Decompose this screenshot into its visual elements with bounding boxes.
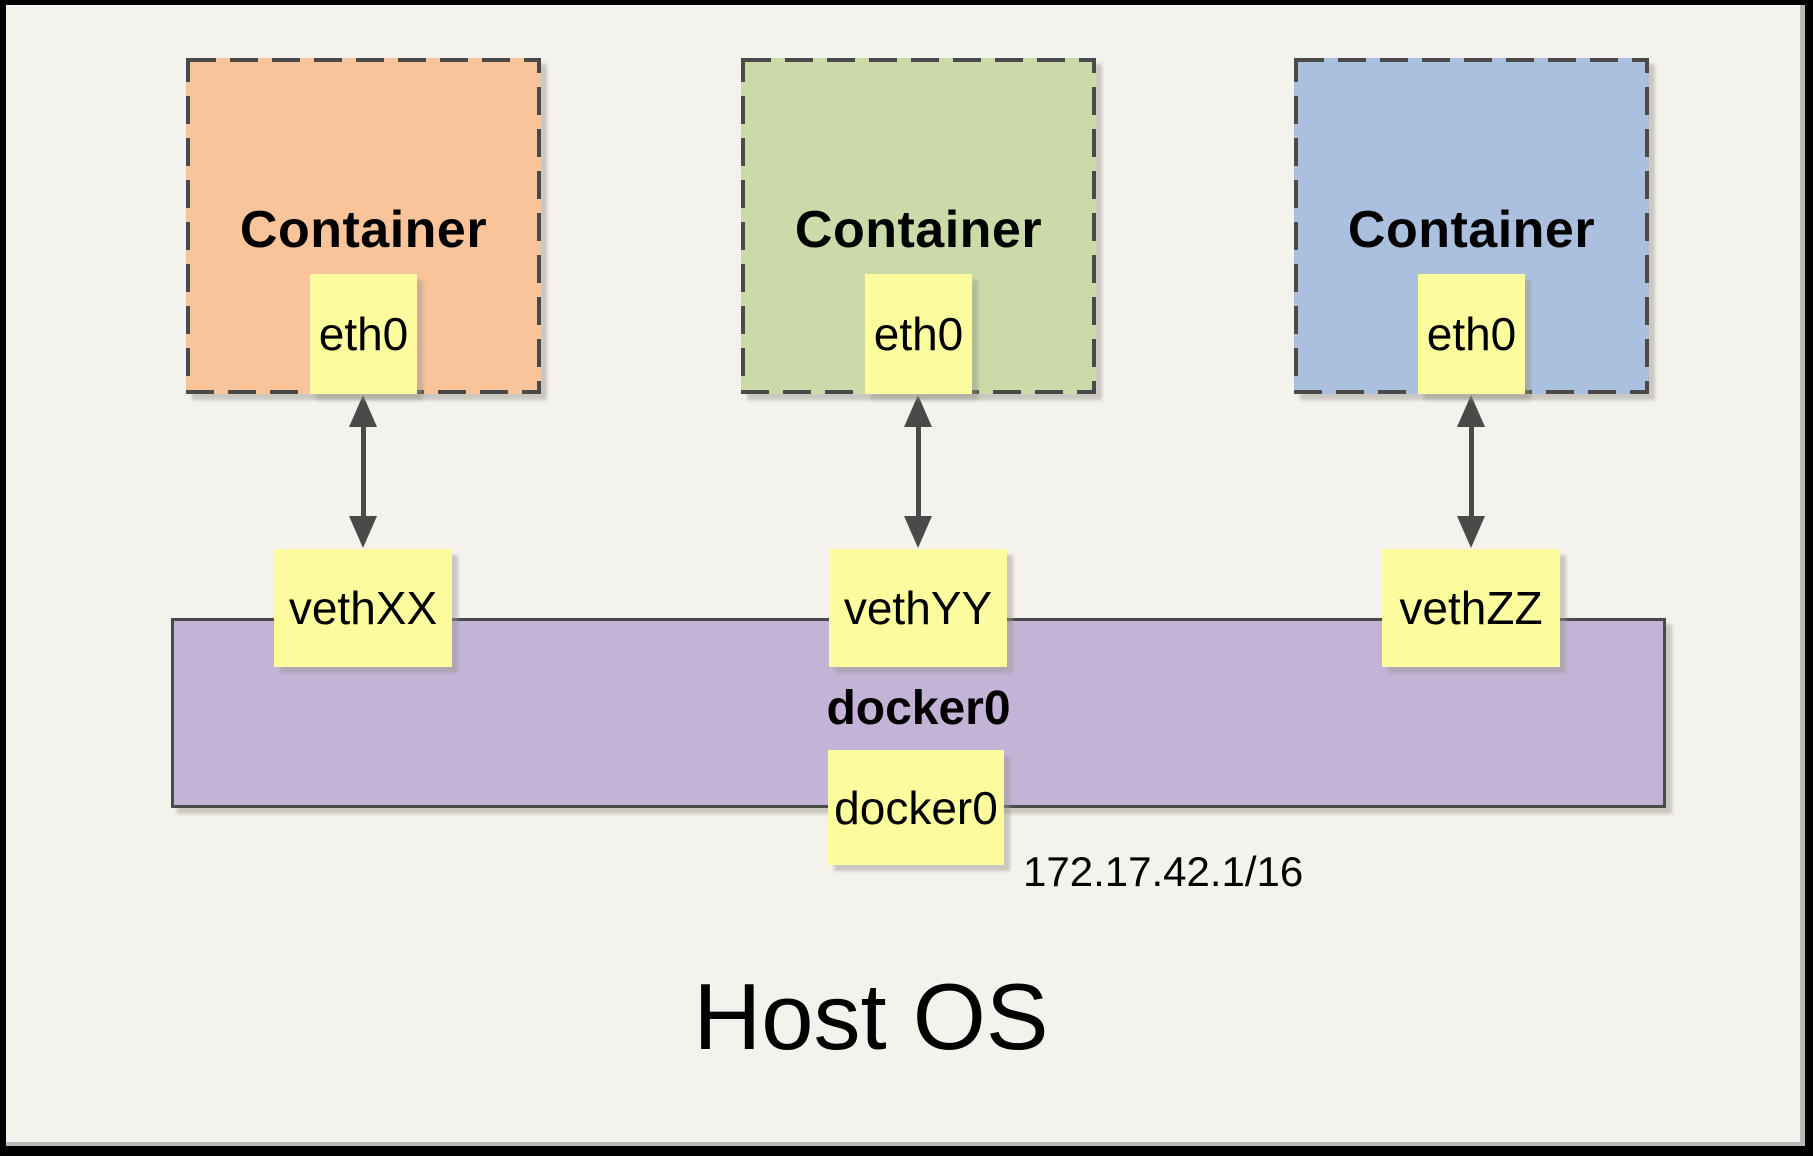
veth-box-1: vethXX: [274, 549, 452, 667]
arrow-head-down-icon: [349, 516, 377, 548]
veth-label-2: vethYY: [843, 582, 993, 634]
veth-label-3: vethZZ: [1399, 582, 1543, 634]
docker0-interface-label: docker0: [834, 781, 998, 834]
eth0-label-1: eth0: [318, 308, 409, 360]
bridge-ip-address: 172.17.42.1/16: [1023, 848, 1304, 895]
host-os-label: Host OS: [693, 964, 1049, 1069]
container-label-3: Container: [1347, 201, 1596, 259]
container-label-1: Container: [239, 201, 488, 259]
container-column-1: Container eth0 vethXX: [186, 58, 541, 678]
container-column-3: Container eth0 vethZZ: [1294, 58, 1649, 678]
docker0-bridge-label: docker0: [826, 682, 1011, 735]
veth-label-1: vethXX: [288, 582, 438, 634]
veth-box-3: vethZZ: [1382, 549, 1560, 667]
bidirectional-arrow-2: [903, 395, 934, 548]
veth-box-2: vethYY: [829, 549, 1007, 667]
container-column-2: Container eth0 vethYY: [741, 58, 1096, 678]
bidirectional-arrow-3: [1456, 395, 1487, 548]
host-os-panel: docker0 docker0 172.17.42.1/16 Container…: [6, 5, 1805, 1146]
arrow-shaft: [916, 421, 921, 522]
arrow-head-down-icon: [904, 516, 932, 548]
eth0-box-1: eth0: [310, 274, 417, 394]
container-label-2: Container: [794, 201, 1043, 259]
arrow-shaft: [1469, 421, 1474, 522]
arrow-head-down-icon: [1457, 516, 1485, 548]
eth0-label-2: eth0: [873, 308, 964, 360]
eth0-box-3: eth0: [1418, 274, 1525, 394]
docker0-interface-box: docker0: [828, 750, 1004, 865]
eth0-box-2: eth0: [865, 274, 972, 394]
eth0-label-3: eth0: [1426, 308, 1517, 360]
bidirectional-arrow-1: [348, 395, 379, 548]
arrow-shaft: [361, 421, 366, 522]
